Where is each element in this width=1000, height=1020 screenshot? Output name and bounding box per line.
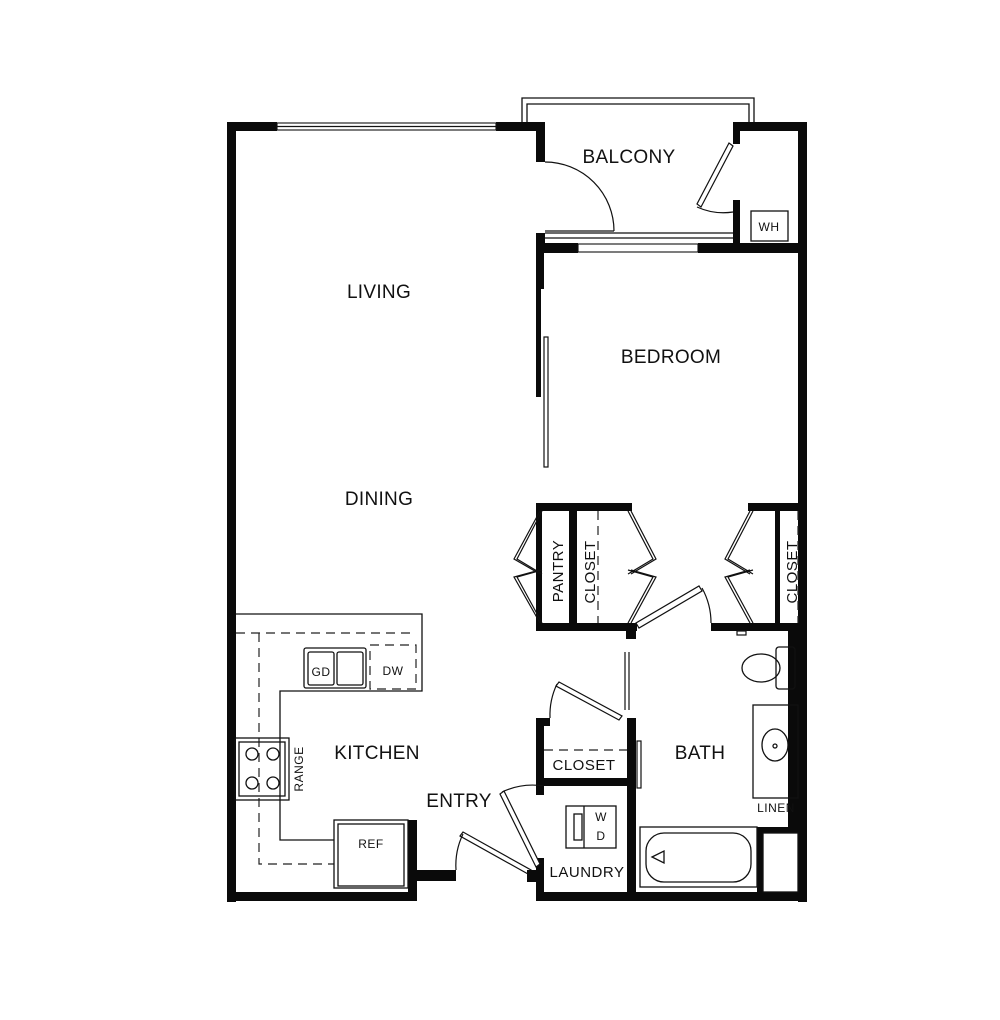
washer-dryer (565, 805, 617, 849)
pantry-bifold-door (513, 510, 543, 624)
bath-walls (624, 631, 807, 901)
bath-label: BATH (675, 743, 725, 764)
balcony-label: BALCONY (583, 147, 676, 168)
washer-label: W (595, 810, 607, 824)
kitchen-counters (236, 613, 423, 889)
entry-door (455, 831, 536, 882)
entry-label: ENTRY (426, 791, 492, 812)
living-window (276, 122, 497, 131)
water-heater-closet (696, 142, 789, 245)
dryer-label: D (596, 829, 605, 843)
pantry-label: PANTRY (550, 540, 567, 602)
balcony-door (544, 161, 615, 232)
water-heater-label: WH (759, 220, 780, 234)
bedroom-left-wall (536, 253, 549, 468)
dishwasher (369, 644, 417, 690)
toilet (741, 646, 796, 690)
closet-right-label: CLOSET (784, 540, 801, 603)
refrigerator-label: REF (358, 837, 384, 851)
kitchen-sink (303, 647, 367, 689)
garbage-disposal-label: GD (312, 665, 331, 679)
kitchen-label: KITCHEN (334, 743, 420, 764)
bath-door (635, 585, 747, 636)
dishwasher-label: DW (383, 664, 404, 678)
closet-left-bifold-door (627, 510, 657, 624)
linen-label: LINEN (757, 801, 795, 815)
dining-label: DINING (345, 489, 413, 510)
exterior-walls (227, 122, 807, 902)
living-label: LIVING (347, 282, 411, 303)
bedroom-top-wall (536, 232, 807, 253)
laundry-label: LAUNDRY (550, 864, 625, 881)
closet-left-label: CLOSET (582, 540, 599, 603)
bedroom-label: BEDROOM (621, 347, 721, 368)
hall-closet-walls (499, 681, 636, 901)
range (234, 737, 290, 801)
range-label: RANGE (292, 746, 306, 791)
closet-walls (536, 503, 807, 639)
vanity-sink (752, 704, 799, 799)
balcony-railing (521, 97, 755, 122)
linen-shelf (762, 832, 799, 893)
closet-hall-label: CLOSET (552, 757, 615, 774)
closet-right-bifold-door (724, 510, 754, 624)
bathtub (639, 826, 758, 888)
